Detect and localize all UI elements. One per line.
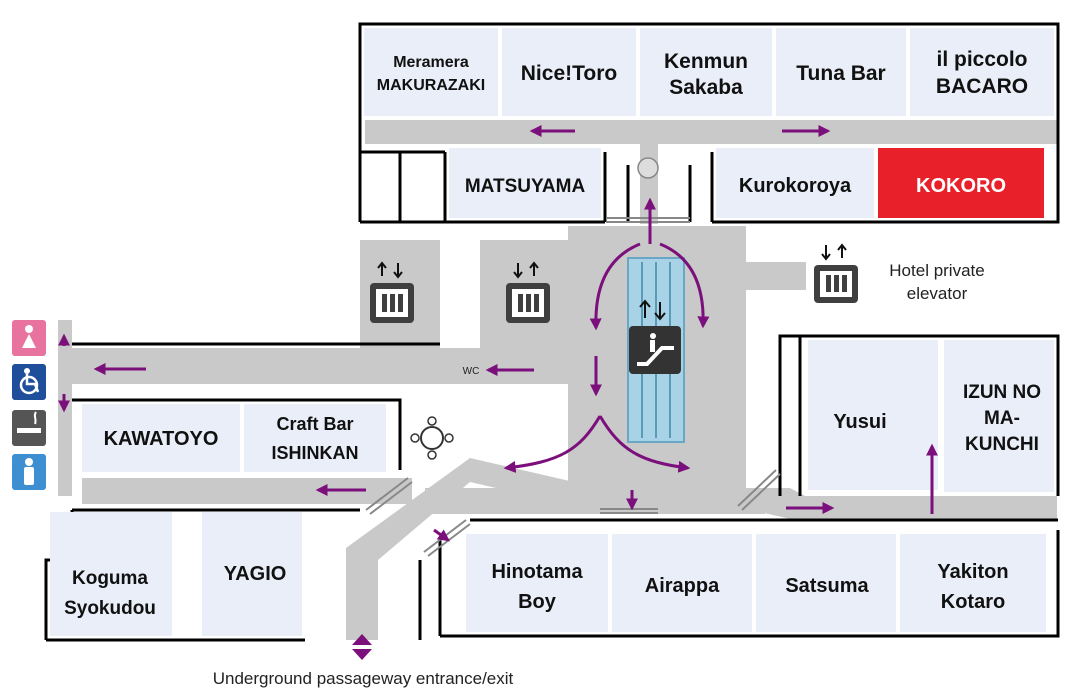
svg-text:Yusui: Yusui [833,411,886,433]
svg-text:Craft Bar: Craft Bar [276,414,353,434]
svg-text:Satsuma: Satsuma [785,575,869,597]
walls [44,22,1060,642]
up-arrow-icon [352,634,372,645]
down-arrow-icon [352,649,372,660]
hotel-elevator-label-line1: Hotel private [889,261,984,280]
svg-text:Kotaro: Kotaro [941,591,1005,613]
shop-hinotama-boy[interactable]: Hinotama Boy [466,534,608,632]
svg-text:KUNCHI: KUNCHI [965,434,1039,455]
svg-text:Nice!Toro: Nice!Toro [521,62,617,85]
shop-satsuma[interactable]: Satsuma [756,534,896,632]
women-restroom-icon[interactable] [12,320,46,356]
wc-label: WC [463,366,480,377]
table-seating-icon [410,416,454,460]
underground-exit-label[interactable]: Underground passageway entrance/exit [213,669,514,688]
elevator-icon [506,283,550,323]
up-down-arrows-icon [377,261,403,279]
escalator-icon [629,326,681,374]
pillar-icon [637,157,659,179]
svg-text:Kurokoroya: Kurokoroya [739,175,852,197]
shop-nicetoro[interactable]: Nice!Toro [502,28,636,116]
accessible-restroom-icon[interactable] [12,364,46,400]
svg-text:BACARO: BACARO [936,75,1028,98]
svg-text:Kenmun: Kenmun [664,50,748,73]
shop-yakiton-kotaro[interactable]: Yakiton Kotaro [900,534,1046,632]
shop-yagio[interactable]: YAGIO [202,512,302,636]
svg-text:MATSUYAMA: MATSUYAMA [465,176,586,197]
corridors [58,120,1057,640]
flow-arrows [58,125,938,660]
shop-kokoro[interactable]: KOKORO [878,148,1044,218]
svg-text:YAGIO: YAGIO [224,563,287,585]
smoking-area-icon[interactable] [12,410,46,446]
svg-text:Sakaba: Sakaba [669,76,743,99]
escalator [627,157,685,443]
hotel-elevator-label-line2: elevator [907,284,968,303]
svg-text:Syokudou: Syokudou [64,598,156,619]
facility-icons [12,320,46,490]
shop-il-piccolo-bacaro[interactable]: il piccolo BACARO [910,28,1054,116]
svg-text:IZUN NO: IZUN NO [963,382,1041,403]
shop-craft-bar-ishinkan[interactable]: Craft Bar ISHINKAN [244,404,386,472]
shop-airappa[interactable]: Airappa [612,534,752,632]
up-down-arrows-icon [639,299,666,321]
shop-kurokoroya[interactable]: Kurokoroya [716,148,874,218]
svg-text:Koguma: Koguma [72,568,148,589]
svg-text:MAKURAZAKI: MAKURAZAKI [377,77,485,94]
svg-text:Yakiton: Yakiton [937,561,1008,583]
shop-meramera[interactable]: Meramera MAKURAZAKI [364,28,498,116]
svg-text:Meramera: Meramera [393,54,469,71]
svg-text:MA-: MA- [984,408,1020,429]
svg-text:Tuna Bar: Tuna Bar [796,62,885,85]
up-down-arrows-icon [513,261,539,279]
shop-izun-no-makunchi[interactable]: IZUN NO MA- KUNCHI [944,340,1054,492]
shop-kawatoyo[interactable]: KAWATOYO [82,404,240,472]
shop-tuna-bar[interactable]: Tuna Bar [776,28,906,116]
shop-koguma-syokudou[interactable]: Koguma Syokudou [50,512,172,636]
elevator-middle[interactable] [506,261,550,323]
svg-text:KOKORO: KOKORO [916,175,1006,197]
up-down-arrows-icon [821,243,847,261]
svg-text:Boy: Boy [518,591,557,613]
elevator-hotel[interactable] [814,243,858,303]
shop-kenmun-sakaba[interactable]: Kenmun Sakaba [640,28,772,116]
elevator-icon [370,283,414,323]
men-restroom-icon[interactable] [12,454,46,490]
svg-text:ISHINKAN: ISHINKAN [271,443,358,463]
svg-text:Airappa: Airappa [645,575,720,597]
svg-text:Hinotama: Hinotama [491,561,583,583]
elevator-left[interactable] [370,261,414,323]
svg-text:KAWATOYO: KAWATOYO [104,428,219,450]
shop-matsuyama[interactable]: MATSUYAMA [449,148,601,218]
svg-text:il piccolo: il piccolo [936,48,1027,71]
elevator-icon [814,265,858,303]
shop-yusui[interactable]: Yusui [808,340,938,490]
